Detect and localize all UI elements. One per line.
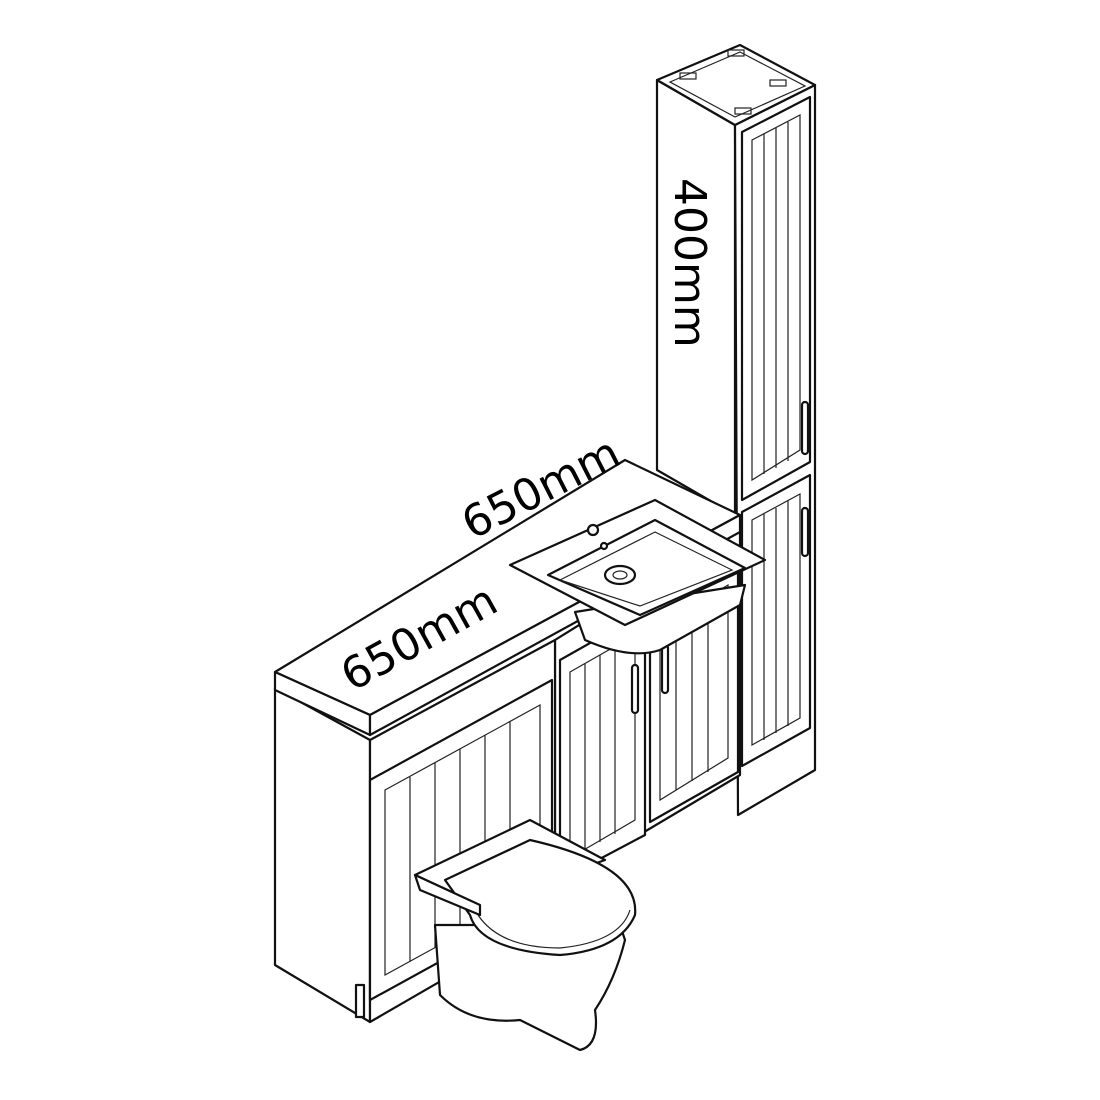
vanity-handle-left xyxy=(630,663,640,715)
depth-dimension-label: 650mm xyxy=(333,575,506,702)
width-dimension-label: 650mm xyxy=(454,427,628,549)
plug-waste-icon xyxy=(603,564,637,586)
tall-cabinet-top-fixings xyxy=(679,49,787,115)
upper-door-handle xyxy=(800,400,810,456)
lower-door-handle xyxy=(800,506,810,558)
tap-hole-icon xyxy=(586,523,600,537)
basin xyxy=(508,498,767,655)
toilet xyxy=(413,818,637,1052)
tall-unit-dimension-label: 400mm xyxy=(664,178,715,348)
